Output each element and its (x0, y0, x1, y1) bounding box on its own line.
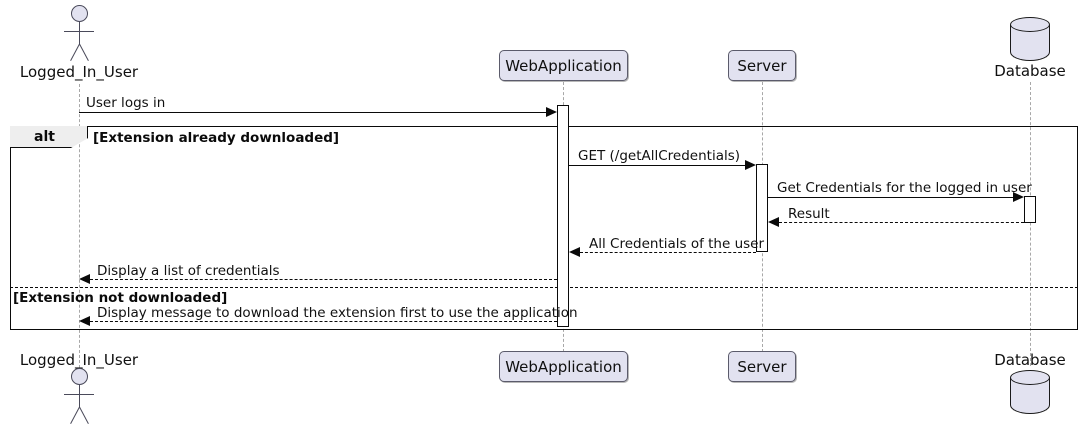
actor-head-bottom-icon (70, 368, 88, 385)
participant-webapplication-top[interactable]: WebApplication (499, 50, 628, 81)
participant-server-top[interactable]: Server (728, 50, 796, 81)
actor-arms-bottom-icon (64, 394, 94, 395)
activation-bar-webapp (557, 105, 569, 327)
message-get-credentials-for-user-line (768, 197, 1013, 198)
message-display-download-extension-arrowhead (79, 316, 90, 326)
lifeline-user (79, 84, 80, 368)
message-all-credentials-of-user-arrowhead (569, 247, 580, 257)
alt-else-divider (10, 287, 1078, 288)
participant-database-top-label: Database (994, 62, 1066, 80)
lifeline-database (1030, 82, 1031, 366)
activation-bar-server (756, 164, 768, 252)
database-cylinder-top-bottom-icon (1010, 370, 1050, 385)
message-display-download-extension-line (90, 321, 557, 322)
message-display-list-of-credentials-label: Display a list of credentials (97, 263, 280, 279)
message-user-logs-in-line (79, 112, 547, 113)
actor-body-icon (79, 22, 80, 44)
actor-leg-right-bottom-icon (79, 406, 89, 425)
actor-arms-icon (64, 31, 94, 32)
message-result-line (779, 222, 1024, 223)
message-result-arrowhead (768, 217, 779, 227)
participant-webapplication-top-label: WebApplication (505, 56, 622, 75)
alt-operator-label: alt (34, 128, 55, 145)
actor-leg-left-bottom-icon (70, 406, 80, 425)
participant-server-bottom[interactable]: Server (728, 351, 796, 382)
actor-user-top-label: Logged_In_User (19, 63, 139, 81)
actor-head-icon (70, 5, 88, 22)
message-get-all-credentials-arrowhead (745, 160, 756, 170)
message-all-credentials-of-user-label: All Credentials of the user (589, 236, 765, 252)
participant-database-bottom-label: Database (994, 351, 1066, 369)
message-result-label: Result (788, 206, 830, 222)
alt-fragment-operator-tab: alt (10, 126, 88, 148)
database-cylinder-body-bottom-icon (1010, 378, 1050, 414)
actor-leg-right-icon (79, 43, 89, 62)
message-all-credentials-of-user-line (580, 252, 756, 253)
message-get-credentials-for-user-arrowhead (1013, 192, 1024, 202)
message-display-list-of-credentials-arrowhead (79, 274, 90, 284)
activation-bar-database (1024, 196, 1036, 223)
actor-user-bottom-label: Logged_In_User (19, 351, 139, 369)
alt-condition-1-label: [Extension already downloaded] (93, 130, 340, 146)
alt-fragment-frame (10, 126, 1078, 330)
actor-body-bottom-icon (79, 385, 80, 407)
message-get-all-credentials-label: GET (/getAllCredentials) (578, 148, 741, 164)
message-get-credentials-for-user-label: Get Credentials for the logged in user (777, 180, 1032, 196)
participant-server-top-label: Server (737, 56, 787, 75)
message-display-download-extension-label: Display message to download the extensio… (97, 305, 578, 321)
database-cylinder-top-icon (1010, 17, 1050, 32)
message-user-logs-in-label: User logs in (86, 95, 166, 111)
message-get-all-credentials-line (569, 165, 745, 166)
message-display-list-of-credentials-line (90, 279, 557, 280)
actor-leg-left-icon (70, 43, 80, 62)
participant-webapplication-bottom[interactable]: WebApplication (499, 351, 628, 382)
message-user-logs-in-arrowhead (546, 107, 557, 117)
participant-server-bottom-label: Server (737, 357, 787, 376)
participant-webapplication-bottom-label: WebApplication (505, 357, 622, 376)
alt-condition-2-label: [Extension not downloaded] (13, 290, 228, 306)
